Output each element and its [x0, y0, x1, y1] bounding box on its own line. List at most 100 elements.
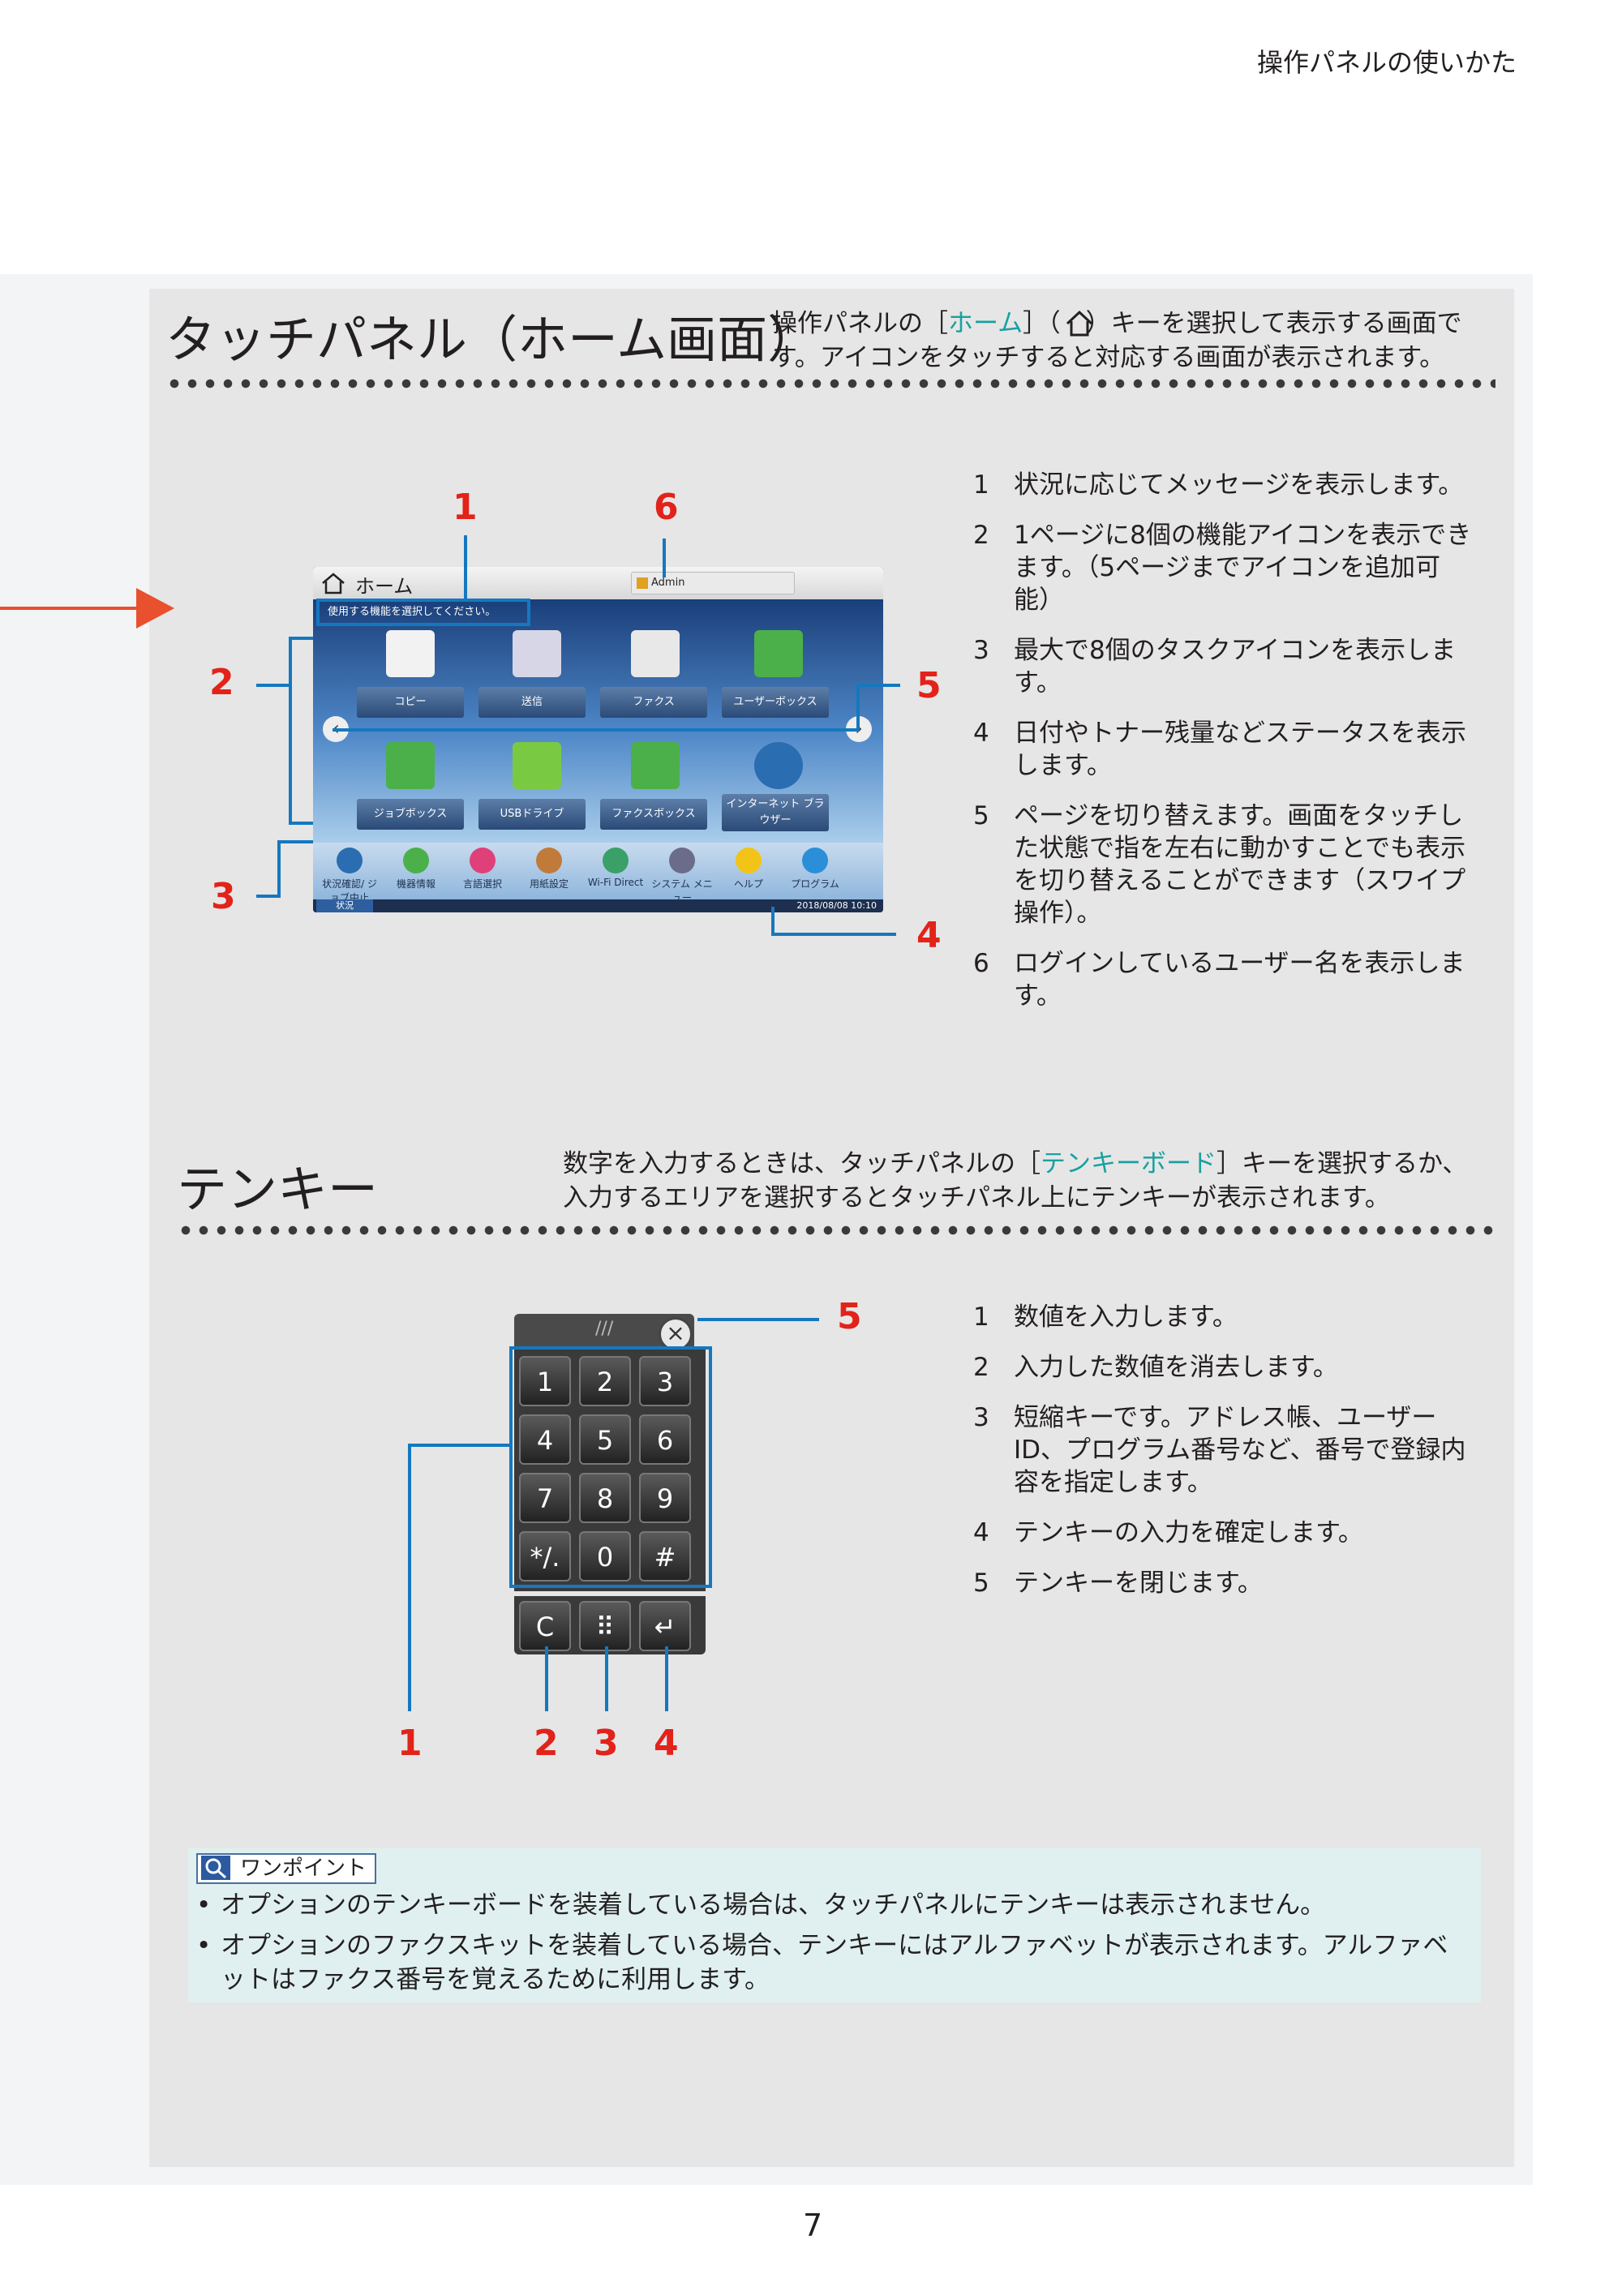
list-item: •オプションのテンキーボードを装着している場合は、タッチパネルにテンキーは表示さ… [196, 1890, 1326, 1920]
enter-key[interactable]: ↵ [639, 1601, 691, 1651]
callout-line-5 [856, 684, 900, 687]
callout-number-2: 2 [534, 1723, 559, 1764]
task-status-job-cancel[interactable]: 状況確認/ ジョブ中止 [318, 848, 381, 904]
app-internet-browser-button[interactable]: インターネット ブラウザー [722, 794, 829, 831]
send-icon[interactable] [513, 630, 561, 677]
screen-title-bar: ホーム Admin [313, 567, 883, 599]
touch-panel-intro: 操作パネルの［ホーム］（ ）キーを選択して表示する画面で す。アイコンをタッチす… [772, 309, 1462, 372]
magnifier-icon [201, 1856, 230, 1880]
quick-number-key[interactable]: ⠿ [579, 1601, 631, 1651]
callout-frame-numbers [509, 1346, 712, 1588]
key-hash[interactable]: # [639, 1531, 691, 1581]
callout-number-4: 4 [916, 915, 942, 956]
language-icon [470, 848, 496, 873]
app-send-button[interactable]: 送信 [478, 687, 586, 718]
key-4[interactable]: 4 [519, 1414, 571, 1465]
fax-icon[interactable] [631, 630, 680, 677]
device-info-icon [403, 848, 429, 873]
user-field: Admin [631, 572, 795, 594]
task-device-info[interactable]: 機器情報 [384, 848, 448, 891]
key-2[interactable]: 2 [579, 1356, 631, 1406]
callout-number-4: 4 [654, 1723, 679, 1764]
clear-key[interactable]: C [519, 1601, 571, 1651]
key-asterisk-dot[interactable]: */. [519, 1531, 571, 1581]
task-system-menu[interactable]: システム メニュー [650, 848, 714, 904]
usb-drive-icon[interactable] [513, 742, 561, 789]
program-icon [802, 848, 828, 873]
key-5[interactable]: 5 [579, 1414, 631, 1465]
task-bar: 状況確認/ ジョブ中止 機器情報 言語選択 用紙設定 Wi-Fi Direct … [313, 843, 883, 903]
callout-number-5: 5 [916, 665, 942, 706]
app-user-box-button[interactable]: ユーザーボックス [722, 687, 829, 718]
key-3[interactable]: 3 [639, 1356, 691, 1406]
callout-line-quick [605, 1646, 608, 1711]
callout-bracket-2 [289, 637, 292, 825]
wifi-icon [603, 848, 629, 873]
callout-line-3 [256, 895, 277, 898]
home-icon [322, 573, 345, 594]
globe-icon[interactable] [754, 742, 803, 789]
onepoint-box [188, 1848, 1481, 2002]
task-language[interactable]: 言語選択 [451, 848, 514, 891]
app-fax-box-button[interactable]: ファクスボックス [600, 799, 707, 830]
screen-title: ホーム [355, 575, 414, 598]
key-0[interactable]: 0 [579, 1531, 631, 1581]
callout-line-numbers [408, 1444, 509, 1447]
app-usb-drive-button[interactable]: USBドライブ [478, 799, 586, 830]
callout-line-6 [663, 539, 666, 577]
app-fax-button[interactable]: ファクス [600, 687, 707, 718]
tenkey-intro: 数字を入力するときは、タッチパネルの［テンキーボード］キーを選択するか、 入力す… [563, 1149, 1468, 1212]
app-copy-button[interactable]: コピー [357, 687, 464, 718]
screen-message: 使用する機能を選択してください。 [328, 606, 496, 618]
status-datetime: 2018/08/08 10:10 [796, 900, 877, 911]
arrow-right-icon [0, 588, 174, 629]
system-menu-icon [669, 848, 695, 873]
callout-number-1: 1 [453, 487, 478, 528]
callout-number-2: 2 [209, 662, 234, 703]
touch-panel-screen: ホーム Admin 使用する機能を選択してください。 コピー 送信 ファクス ユ… [313, 567, 883, 912]
callout-number-1: 1 [397, 1723, 423, 1764]
key-9[interactable]: 9 [639, 1473, 691, 1523]
key-7[interactable]: 7 [519, 1473, 571, 1523]
tenkey-heading: テンキー [177, 1160, 379, 1219]
status-bar: 状況 2018/08/08 10:10 [313, 899, 883, 912]
task-paper-settings[interactable]: 用紙設定 [517, 848, 581, 891]
tenkey-board-link[interactable]: テンキーボード [1041, 1149, 1216, 1178]
function-area: 使用する機能を選択してください。 コピー 送信 ファクス ユーザーボックス ジョ… [313, 599, 883, 843]
close-icon[interactable]: × [659, 1317, 693, 1351]
callout-bracket-2-top [289, 637, 313, 640]
touch-panel-heading: タッチパネル（ホーム画面） [165, 310, 818, 369]
header-section-title: 操作パネルの使いかた [1256, 47, 1517, 78]
fax-box-icon[interactable] [631, 742, 680, 789]
user-icon [637, 577, 648, 589]
key-1[interactable]: 1 [519, 1356, 571, 1406]
job-box-icon[interactable] [386, 742, 435, 789]
status-label[interactable]: 状況 [316, 899, 373, 912]
callout-line-1 [464, 535, 467, 600]
key-6[interactable]: 6 [639, 1414, 691, 1465]
copy-icon[interactable] [386, 630, 435, 677]
status-icon [337, 848, 363, 873]
home-icon [1066, 310, 1093, 337]
task-wifi-direct[interactable]: Wi-Fi Direct [584, 848, 647, 888]
help-icon [736, 848, 762, 873]
key-8[interactable]: 8 [579, 1473, 631, 1523]
callout-line-5-bar [333, 728, 860, 732]
task-help[interactable]: ヘルプ [717, 848, 780, 891]
callout-line-4 [771, 933, 896, 936]
callout-line-4-stem [771, 907, 775, 936]
home-key-link[interactable]: ホーム [948, 309, 1023, 338]
task-program[interactable]: プログラム [783, 848, 847, 891]
callout-line-enter [665, 1646, 668, 1711]
app-job-box-button[interactable]: ジョブボックス [357, 799, 464, 830]
user-box-icon[interactable] [754, 630, 803, 677]
